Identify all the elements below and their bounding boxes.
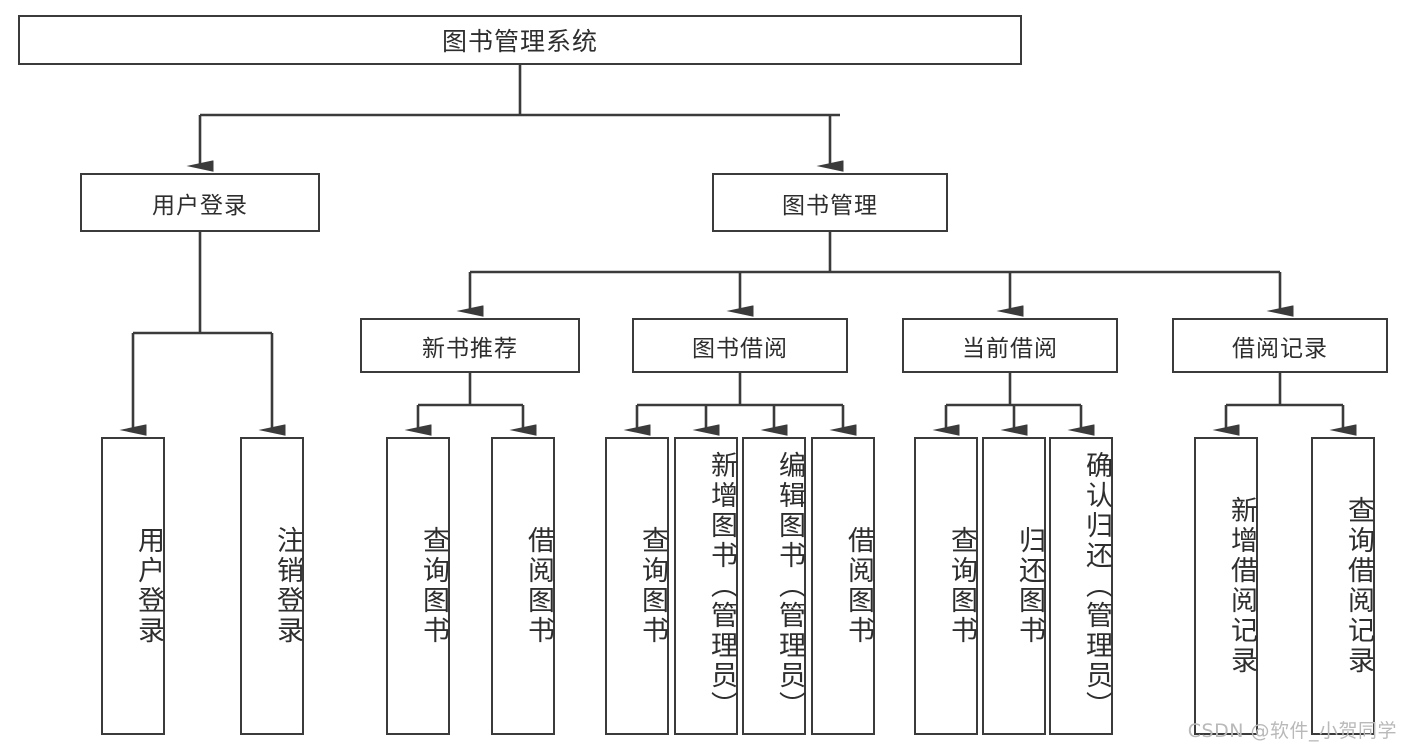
leaf-confirm-return-admin-label: 确认归还（管理员） (1081, 451, 1112, 721)
leaf-query-book-borrow-label: 查询图书 (637, 526, 668, 646)
leaf-add-borrow-record-label: 新增借阅记录 (1226, 496, 1257, 676)
leaf-return-book-label: 归还图书 (1014, 526, 1045, 646)
node-borrow-records-label: 借阅记录 (1232, 335, 1328, 362)
node-book-borrow-label: 图书借阅 (692, 335, 788, 362)
leaf-confirm-return-admin[interactable]: 确认归还（管理员） (1049, 437, 1113, 735)
leaf-query-borrow-record-label: 查询借阅记录 (1343, 496, 1374, 676)
node-current-borrow-label: 当前借阅 (962, 335, 1058, 362)
node-book-management[interactable]: 图书管理 (712, 173, 948, 232)
leaf-add-book-admin[interactable]: 新增图书（管理员） (674, 437, 738, 735)
leaf-borrow-book-borrow-label: 借阅图书 (843, 526, 874, 646)
node-borrow-records[interactable]: 借阅记录 (1172, 318, 1388, 373)
node-new-book-recommend-label: 新书推荐 (422, 335, 518, 362)
leaf-query-book-borrow[interactable]: 查询图书 (605, 437, 669, 735)
leaf-user-login-label: 用户登录 (133, 526, 164, 646)
leaf-edit-book-admin-label: 编辑图书（管理员） (774, 451, 805, 721)
leaf-query-book-current[interactable]: 查询图书 (914, 437, 978, 735)
leaf-borrow-book-newbook-label: 借阅图书 (523, 526, 554, 646)
leaf-edit-book-admin[interactable]: 编辑图书（管理员） (742, 437, 806, 735)
node-book-borrow[interactable]: 图书借阅 (632, 318, 848, 373)
leaf-add-borrow-record[interactable]: 新增借阅记录 (1194, 437, 1258, 735)
leaf-query-book-newbook[interactable]: 查询图书 (386, 437, 450, 735)
node-new-book-recommend[interactable]: 新书推荐 (360, 318, 580, 373)
leaf-query-book-newbook-label: 查询图书 (418, 526, 449, 646)
node-root-label: 图书管理系统 (441, 27, 598, 56)
node-book-management-label: 图书管理 (782, 192, 878, 219)
leaf-add-book-admin-label: 新增图书（管理员） (706, 451, 737, 721)
leaf-logout-login[interactable]: 注销登录 (240, 437, 304, 735)
leaf-user-login[interactable]: 用户登录 (101, 437, 165, 735)
leaf-logout-login-label: 注销登录 (272, 526, 303, 646)
leaf-query-borrow-record[interactable]: 查询借阅记录 (1311, 437, 1375, 735)
node-user-login[interactable]: 用户登录 (80, 173, 320, 232)
leaf-return-book[interactable]: 归还图书 (982, 437, 1046, 735)
leaf-query-book-current-label: 查询图书 (946, 526, 977, 646)
leaf-borrow-book-borrow[interactable]: 借阅图书 (811, 437, 875, 735)
node-user-login-label: 用户登录 (152, 192, 248, 219)
node-root-system[interactable]: 图书管理系统 (18, 15, 1022, 65)
node-current-borrow[interactable]: 当前借阅 (902, 318, 1118, 373)
leaf-borrow-book-newbook[interactable]: 借阅图书 (491, 437, 555, 735)
